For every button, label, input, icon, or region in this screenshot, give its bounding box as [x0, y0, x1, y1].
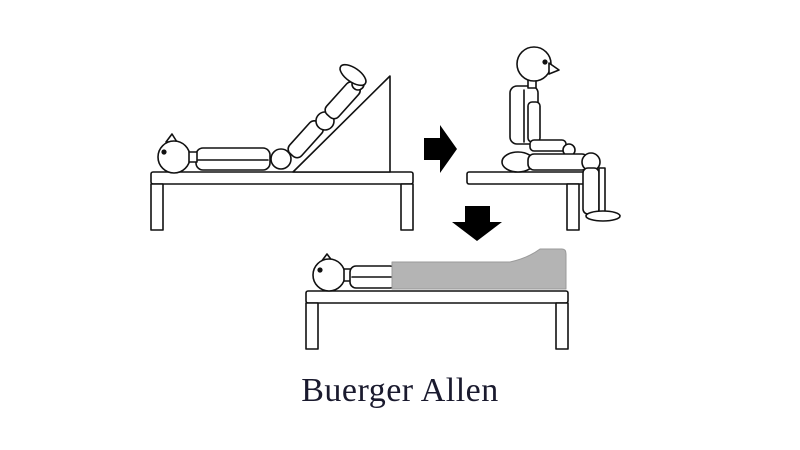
- rest-phase: [305, 248, 569, 350]
- diagram-caption: Buerger Allen: [301, 372, 499, 409]
- figure-lying-legs-raised: [157, 63, 367, 174]
- leg-elevation-wedge: [292, 75, 391, 173]
- bed-dependency: [466, 171, 586, 231]
- figure-lying-covered: [312, 253, 397, 292]
- dependency-phase: [466, 46, 621, 231]
- arrow-down-icon: [452, 206, 502, 241]
- bed-elevation: [150, 171, 414, 231]
- bed-rest: [305, 290, 569, 350]
- leg-blanket: [391, 248, 567, 290]
- figure-sitting: [501, 46, 621, 222]
- elevation-phase: [150, 63, 414, 231]
- arrow-right-icon: [424, 125, 457, 173]
